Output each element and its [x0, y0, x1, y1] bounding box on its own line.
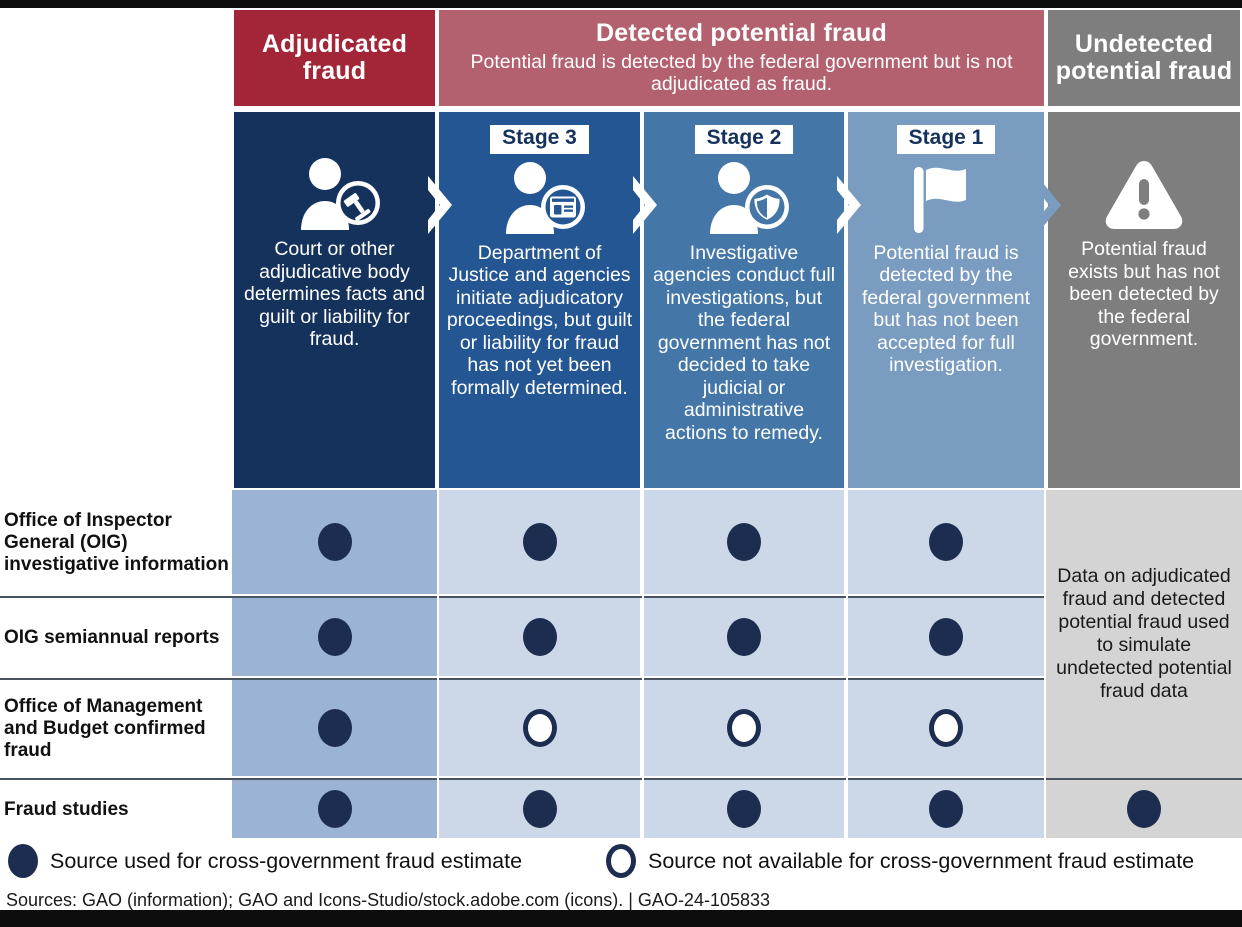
matrix-cell	[1046, 780, 1242, 838]
top-letterbox	[0, 0, 1242, 8]
matrix-cell	[644, 680, 844, 776]
header-detected-title: Detected potential fraud	[596, 19, 887, 48]
person-id-card-icon	[492, 156, 588, 240]
matrix-cell	[644, 780, 844, 838]
filled-dot-icon	[317, 618, 352, 656]
row-label-fraud-studies: Fraud studies	[4, 798, 129, 820]
header-adjudicated-title: Adjudicated fraud	[261, 29, 408, 85]
row-label-oig-semiannual-reports: OIG semiannual reports	[4, 626, 220, 648]
legend-label-source-not-available: Source not available for cross-governmen…	[648, 848, 1195, 873]
person-shield-icon	[696, 156, 792, 240]
matrix-cell	[848, 780, 1044, 838]
legend-item-source-not-available: Source not available for cross-governmen…	[606, 844, 1194, 878]
filled-dot-icon	[727, 790, 761, 828]
column-stage-2: Stage 2 Investigative agencies conduct f…	[642, 110, 846, 490]
matrix-cell	[232, 680, 437, 776]
person-gavel-icon	[287, 152, 383, 236]
header-undetected-title: Undetected potential fraud	[1055, 29, 1233, 85]
matrix-cell	[644, 598, 844, 676]
column-stage-1: Stage 1 Potential fraud is detected by t…	[846, 110, 1046, 490]
filled-dot-icon	[8, 844, 38, 878]
legend-item-source-used: Source used for cross-government fraud e…	[8, 844, 522, 878]
matrix-cell	[848, 490, 1044, 594]
header-detected-potential-fraud: Detected potential fraud Potential fraud…	[437, 8, 1046, 108]
column-separator	[642, 490, 644, 838]
matrix-cell	[644, 490, 844, 594]
header-undetected-potential-fraud: Undetected potential fraud	[1046, 8, 1242, 108]
stage-3-badge: Stage 3	[490, 125, 589, 154]
matrix-cell	[439, 598, 640, 676]
row-divider	[0, 678, 1044, 680]
column-separator	[846, 490, 848, 838]
filled-dot-icon	[317, 790, 352, 828]
open-dot-icon	[522, 709, 557, 747]
row-label-omb-confirmed-fraud: Office of Management and Budget confirme…	[4, 695, 206, 762]
matrix-cell	[232, 598, 437, 676]
open-dot-icon	[606, 844, 636, 878]
column-stage-3-description: Department of Justice and agencies initi…	[446, 241, 633, 399]
column-undetected-description: Potential fraud exists but has not been …	[1068, 238, 1220, 351]
header-adjudicated-fraud: Adjudicated fraud	[232, 8, 437, 108]
open-dot-icon	[727, 709, 761, 747]
flag-icon	[898, 156, 994, 240]
filled-dot-icon	[522, 790, 557, 828]
filled-dot-icon	[929, 523, 963, 561]
warning-triangle-icon	[1096, 152, 1192, 236]
matrix-cell	[439, 490, 640, 594]
stage-2-badge: Stage 2	[694, 125, 794, 154]
matrix-cell	[232, 490, 437, 594]
column-adjudicated-fraud: Court or other adjudicative body determi…	[232, 110, 437, 490]
column-separator	[437, 490, 439, 838]
matrix-cell	[848, 680, 1044, 776]
column-stage-1-description: Potential fraud is detected by the feder…	[861, 241, 1031, 377]
column-adjudicated-description: Court or other adjudicative body determi…	[243, 238, 425, 351]
stage-1-badge: Stage 1	[896, 125, 996, 154]
filled-dot-icon	[929, 618, 963, 656]
header-detected-subtitle: Potential fraud is detected by the feder…	[470, 50, 1013, 96]
column-stage-2-description: Investigative agencies conduct full inve…	[652, 241, 836, 444]
matrix-cell	[848, 598, 1044, 676]
open-dot-icon	[929, 709, 963, 747]
filled-dot-icon	[522, 523, 557, 561]
bottom-letterbox	[0, 910, 1242, 927]
matrix-cell	[232, 780, 437, 838]
row-label-oig-investigative-information: Office of Inspector General (OIG) invest…	[4, 509, 229, 576]
row-divider	[0, 778, 1242, 780]
undetected-note: Data on adjudicated fraud and detected p…	[1046, 490, 1242, 778]
column-separator	[1044, 490, 1046, 838]
column-stage-3: Stage 3 Department of Justice and agenci…	[437, 110, 642, 490]
filled-dot-icon	[317, 709, 352, 747]
sources-line: Sources: GAO (information); GAO and Icon…	[6, 890, 771, 910]
filled-dot-icon	[317, 523, 352, 561]
filled-dot-icon	[522, 618, 557, 656]
filled-dot-icon	[929, 790, 963, 828]
matrix-cell	[439, 780, 640, 838]
row-divider	[0, 596, 1044, 598]
filled-dot-icon	[1127, 790, 1161, 828]
column-undetected-potential-fraud: Potential fraud exists but has not been …	[1046, 110, 1242, 490]
filled-dot-icon	[727, 523, 761, 561]
filled-dot-icon	[727, 618, 761, 656]
left-blank-area	[0, 8, 232, 490]
legend: Source used for cross-government fraud e…	[0, 840, 1242, 884]
legend-label-source-used: Source used for cross-government fraud e…	[50, 848, 523, 873]
matrix-cell	[439, 680, 640, 776]
